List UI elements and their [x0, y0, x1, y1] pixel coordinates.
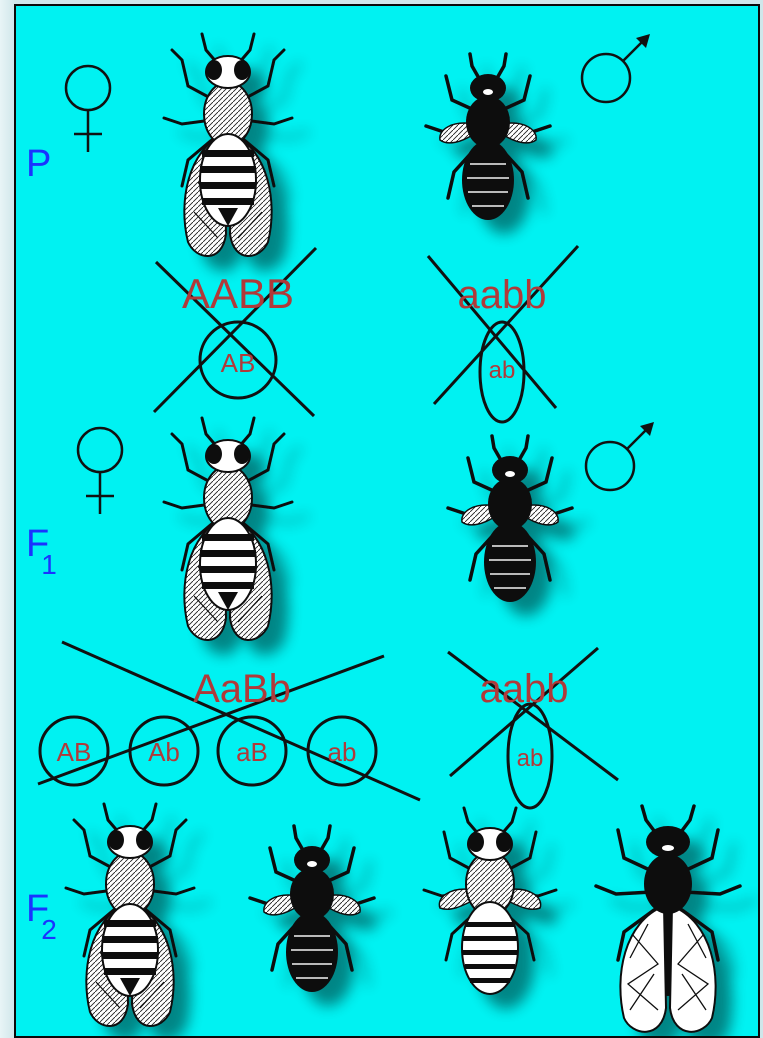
generation-label-p: P — [26, 143, 51, 185]
gamete-label-p-female: AB — [221, 348, 256, 378]
gamete-label-f1-male: ab — [517, 745, 544, 772]
genetics-cross-diagram: P F1 F2 AABB AB aabb ab AaBb AB Ab aB ab — [14, 4, 760, 1038]
male-symbol-f1 — [586, 422, 654, 490]
fly-black-vestigial-male-p — [426, 54, 550, 220]
generation-label-f2: F2 — [26, 888, 57, 945]
male-symbol-p — [582, 34, 650, 102]
fly-black-vestigial-male-f1 — [448, 436, 572, 602]
fly-wild-type-f2 — [66, 804, 194, 1026]
gamete-label-f1-female-1: AB — [57, 737, 92, 767]
fly-wild-type-female-f1 — [164, 418, 292, 640]
gamete-label-f1-female-2: Ab — [148, 737, 180, 767]
gamete-label-f1-female-4: ab — [328, 737, 357, 767]
genotype-f1-female: AaBb — [193, 667, 291, 711]
generation-label-f1: F1 — [26, 523, 57, 580]
fly-black-vestigial-f2 — [250, 826, 374, 992]
fly-gray-vestigial-f2 — [424, 808, 556, 994]
gamete-label-p-male: ab — [489, 357, 516, 384]
fly-black-long-wing-f2 — [596, 806, 740, 1032]
female-symbol-f1 — [78, 428, 122, 514]
genotype-p-female: AABB — [182, 270, 294, 317]
fly-wild-type-female-p — [164, 34, 292, 256]
female-symbol-p — [66, 66, 110, 152]
gamete-label-f1-female-3: aB — [236, 737, 268, 767]
diagram-canvas: P F1 F2 AABB AB aabb ab AaBb AB Ab aB ab — [16, 6, 760, 1038]
genotype-p-male: aabb — [458, 273, 547, 317]
